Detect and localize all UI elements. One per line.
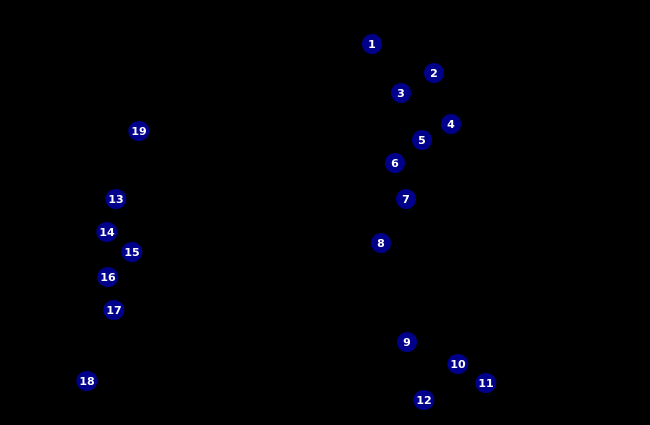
numbered-marker-1[interactable]: 1: [362, 34, 382, 54]
numbered-marker-4[interactable]: 4: [441, 114, 461, 134]
numbered-marker-15[interactable]: 15: [121, 242, 143, 262]
numbered-marker-9[interactable]: 9: [397, 332, 417, 352]
numbered-marker-3[interactable]: 3: [391, 83, 411, 103]
numbered-marker-6[interactable]: 6: [385, 153, 405, 173]
numbered-marker-13[interactable]: 13: [105, 189, 127, 209]
numbered-marker-7[interactable]: 7: [396, 189, 416, 209]
numbered-marker-18[interactable]: 18: [76, 371, 98, 391]
numbered-marker-19[interactable]: 19: [128, 121, 150, 141]
numbered-marker-16[interactable]: 16: [97, 267, 119, 287]
numbered-marker-10[interactable]: 10: [447, 354, 469, 374]
numbered-marker-14[interactable]: 14: [96, 222, 118, 242]
numbered-marker-2[interactable]: 2: [424, 63, 444, 83]
numbered-marker-17[interactable]: 17: [103, 300, 125, 320]
numbered-marker-11[interactable]: 11: [475, 373, 497, 393]
numbered-marker-12[interactable]: 12: [413, 390, 435, 410]
numbered-marker-8[interactable]: 8: [371, 233, 391, 253]
numbered-marker-5[interactable]: 5: [412, 130, 432, 150]
